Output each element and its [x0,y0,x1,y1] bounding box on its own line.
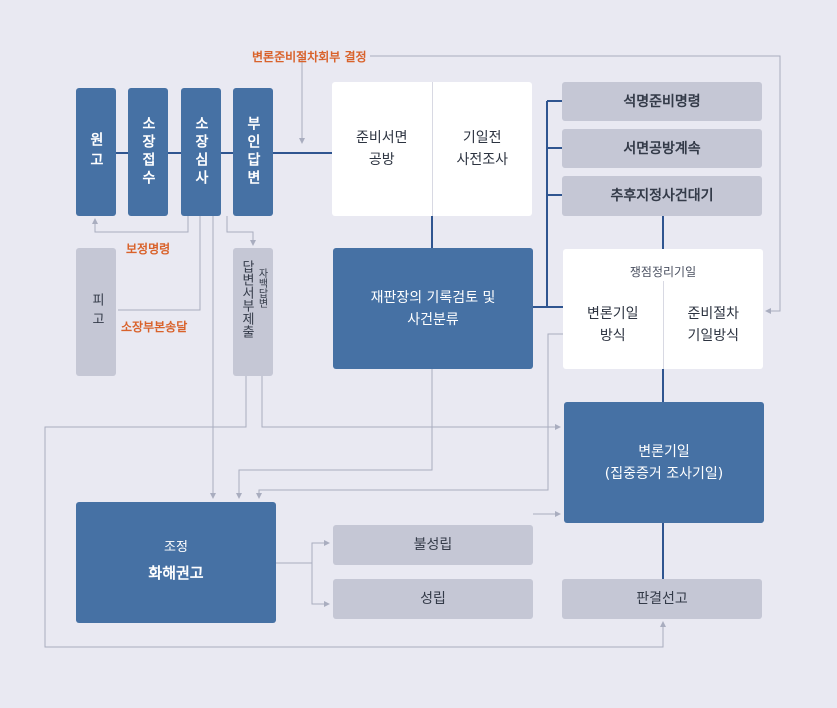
defendant-box: 피고 [76,248,116,376]
judge-review-box: 재판장의 기록검토 및 사건분류 [333,248,533,369]
pre-date-line2: 사전조사 [456,152,509,168]
no-answer-box: 부인답변 [233,88,273,216]
no-answer-text: 부인답변 [245,116,261,188]
written-order-box: 석명준비명령 [562,82,762,121]
mediation-text: 조정 [164,539,188,555]
plaintiff-text: 원고 [88,132,104,172]
oral-date-line1: 변론기일 [586,306,639,322]
prep-proc-cell: 준비절차 기일방식 [664,281,764,369]
oral-date-line2: 방식 [599,328,626,344]
written-cont-box: 서면공방계속 [562,129,762,168]
complaint-filing-text: 소장접수 [140,116,156,188]
prep-brief-line1: 준비서면 [355,130,408,146]
answer-submit-box: 답변서부제출 자백답변 [233,248,273,376]
pre-date-line1: 기일전 [462,130,502,146]
plaintiff-box: 원고 [76,88,116,216]
judgment-box: 판결선고 [562,579,762,619]
judge-review-line1: 재판장의 기록검토 및 [370,289,496,306]
issue-date-box: 쟁점정리기일 변론기일 방식 준비절차 기일방식 [563,249,763,369]
established-box: 성립 [333,579,533,619]
preparation-box: 준비서면 공방 기일전 사전조사 [332,82,532,216]
answer-submit-text: 답변서부제출 [239,260,254,338]
complaint-review-text: 소장심사 [193,116,209,188]
established-text: 성립 [420,591,446,607]
main-date-line2: (집중증거 조사기일) [604,465,724,482]
judgment-text: 판결선고 [636,591,688,607]
main-date-box: 변론기일 (집중증거 조사기일) [564,402,764,523]
service-label: 소장부본송달 [121,320,188,334]
complaint-review-box: 소장심사 [181,88,221,216]
prep-brief-line2: 공방 [368,152,395,168]
main-date-line1: 변론기일 [638,443,690,460]
pre-date-cell: 기일전 사전조사 [433,82,533,216]
complaint-filing-box: 소장접수 [128,88,168,216]
settlement-text: 화해권고 [148,563,204,582]
judge-review-line2: 사건분류 [407,311,459,328]
written-order-text: 석명준비명령 [623,93,701,110]
later-date-text: 추후지정사건대기 [610,188,714,204]
prep-proc-line2: 기일방식 [687,328,740,344]
decision-label: 변론준비절차회부 결정 [252,50,367,64]
correction-order-label: 보정명령 [126,242,171,256]
issue-date-title: 쟁점정리기일 [629,265,697,279]
written-cont-text: 서면공방계속 [623,140,701,157]
not-established-text: 불성립 [413,537,453,553]
self-confession-text: 자백답변 [256,268,267,308]
oral-date-cell: 변론기일 방식 [563,281,664,369]
mediation-box: 조정 화해권고 [76,502,276,623]
issue-date-options: 변론기일 방식 준비절차 기일방식 [563,281,763,369]
prep-brief-cell: 준비서면 공방 [332,82,433,216]
later-date-box: 추후지정사건대기 [562,176,762,216]
prep-proc-line1: 준비절차 [687,306,740,322]
not-established-box: 불성립 [333,525,533,565]
defendant-text: 피고 [89,293,104,331]
